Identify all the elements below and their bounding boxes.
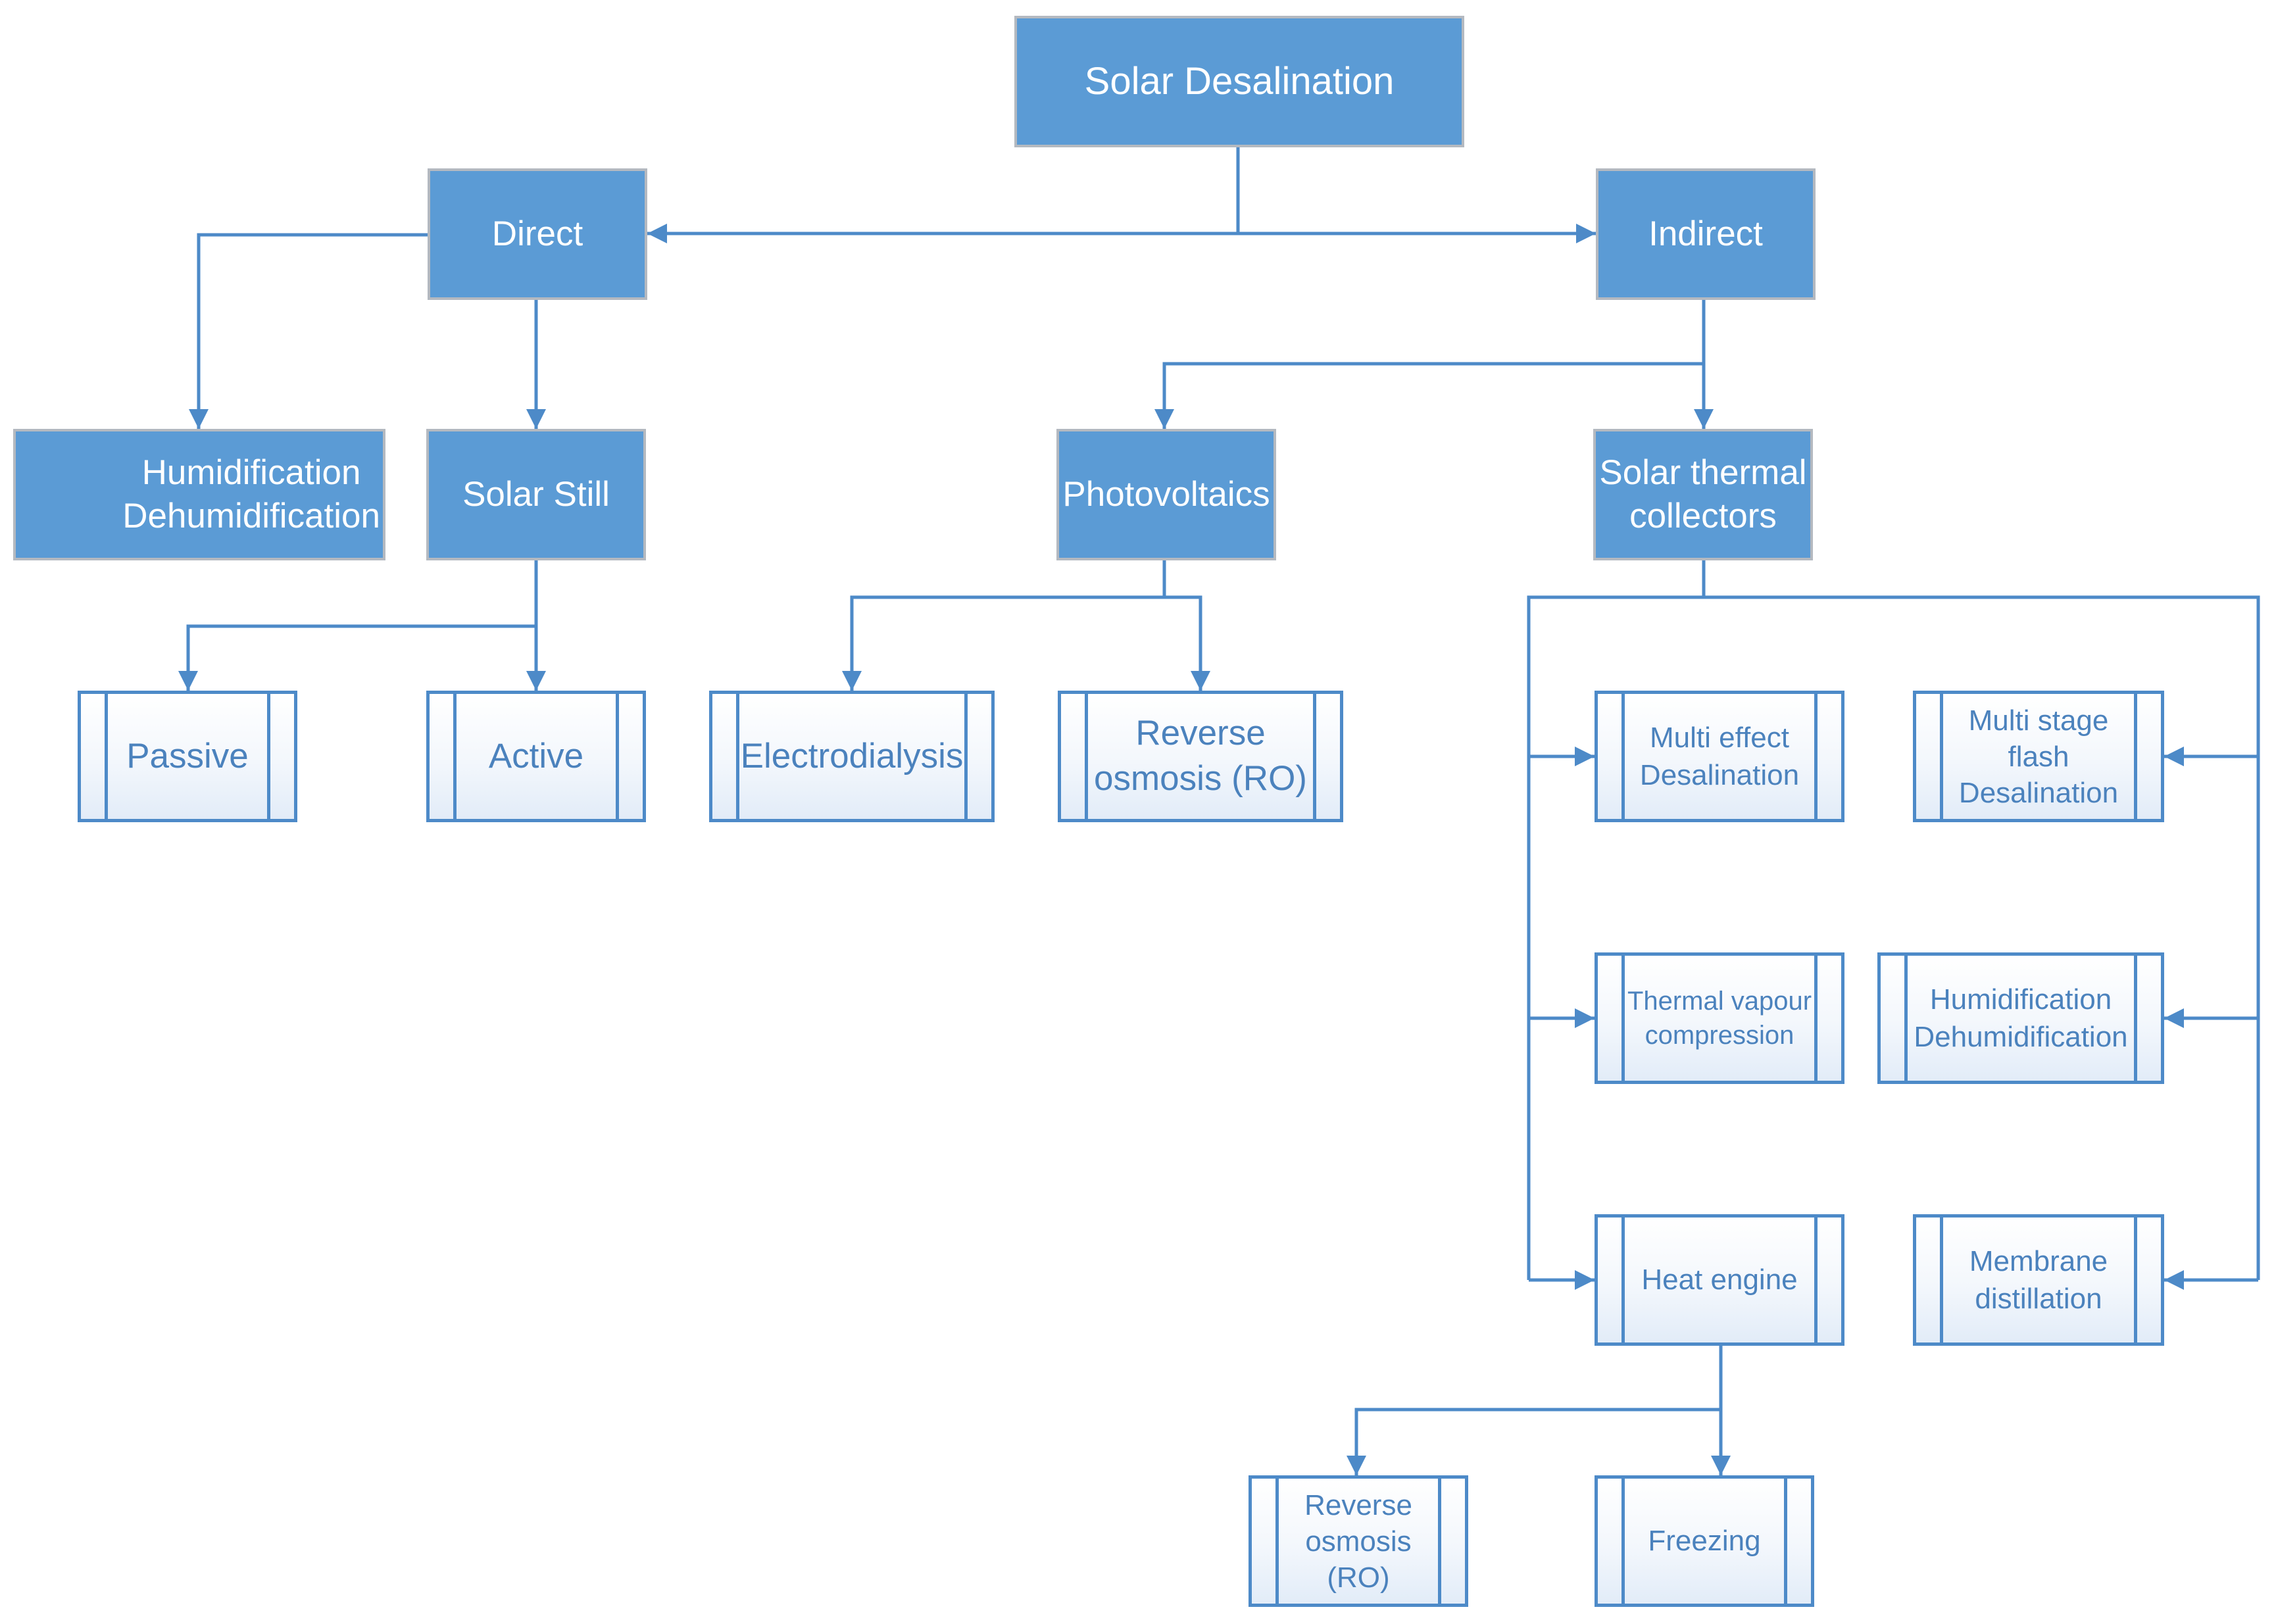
node-multi-stage-flash-desalination: Multi stage flash Desalination	[1913, 691, 2164, 822]
node-label: Membrane distillation	[1969, 1244, 2108, 1315]
node-label: Multi stage flash Desalination	[1958, 704, 2119, 809]
node-solar-still: Solar Still	[426, 429, 646, 560]
node-label: Thermal vapour compression	[1627, 987, 1812, 1050]
node-freezing: Freezing	[1595, 1475, 1814, 1607]
node-heat-engine: Heat engine	[1595, 1214, 1844, 1346]
node-label: Humidification Dehumidification	[122, 453, 380, 535]
node-label: Direct	[491, 214, 583, 253]
node-label: Electrodialysis	[740, 736, 964, 775]
connector-direct-to-hdh	[189, 233, 428, 429]
node-label: Reverse osmosis (RO)	[1094, 714, 1307, 798]
node-photovoltaics: Photovoltaics	[1056, 429, 1276, 560]
node-indirect: Indirect	[1596, 168, 1816, 300]
node-solar-thermal-collectors: Solar thermal collectors	[1593, 429, 1813, 560]
node-label: Reverse osmosis (RO)	[1304, 1489, 1412, 1594]
node-humidification-dehumidification-direct: Humidification Dehumidification	[13, 429, 385, 560]
connector-thermal-left-bus	[1527, 595, 1704, 1280]
node-label: Solar Still	[462, 474, 610, 514]
node-label: Indirect	[1648, 214, 1763, 253]
connector-pv-to-ed	[842, 595, 1164, 691]
node-electrodialysis: Electrodialysis	[709, 691, 995, 822]
node-label: Passive	[126, 736, 249, 775]
node-label: Photovoltaics	[1062, 474, 1270, 514]
node-multi-effect-desalination: Multi effect Desalination	[1595, 691, 1844, 822]
node-reverse-osmosis-heat: Reverse osmosis (RO)	[1249, 1475, 1468, 1607]
node-thermal-vapour-compression: Thermal vapour compression	[1595, 952, 1844, 1084]
connector-pv-to-ro	[1164, 595, 1210, 691]
connector-indirect-to-pv	[1154, 362, 1704, 429]
node-label: Heat engine	[1641, 1264, 1798, 1296]
node-humidification-dehumidification-thermal: Humidification Dehumidification	[1877, 952, 2164, 1084]
node-label: Solar Desalination	[1084, 59, 1395, 103]
connector-still-to-passive	[178, 624, 536, 691]
node-label: Humidification Dehumidification	[1914, 983, 2128, 1053]
node-label: Multi effect Desalination	[1639, 721, 1800, 791]
node-label: Active	[488, 736, 584, 775]
connector-thermal-right-bus	[1704, 595, 2260, 1280]
node-solar-desalination: Solar Desalination	[1014, 16, 1464, 147]
node-label: Freezing	[1648, 1525, 1761, 1558]
node-active: Active	[426, 691, 646, 822]
node-reverse-osmosis-pv: Reverse osmosis (RO)	[1058, 691, 1343, 822]
node-passive: Passive	[78, 691, 297, 822]
node-label: Solar thermal collectors	[1599, 453, 1807, 535]
connector-heat-to-ro	[1347, 1408, 1721, 1475]
node-direct: Direct	[428, 168, 647, 300]
node-membrane-distillation: Membrane distillation	[1913, 1214, 2164, 1346]
